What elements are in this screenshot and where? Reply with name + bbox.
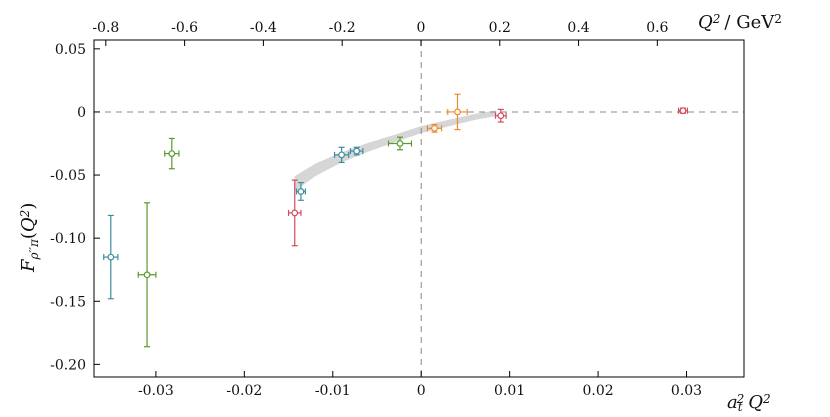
top-tick-label: 0.6 [646,20,668,36]
data-marker [291,209,299,217]
data-point [103,214,119,300]
data-point [137,202,157,348]
top-tick-label: -0.8 [92,20,119,36]
data-marker [297,188,305,195]
data-points-layer [103,93,689,348]
y-tick-label: -0.05 [50,168,86,184]
data-marker [396,140,404,147]
data-point [677,107,689,115]
y-axis-label: Fρ′′π(Q2) [18,203,41,273]
data-marker [679,107,687,115]
fit-band-layer [294,110,497,192]
y-tick-label: -0.20 [50,357,86,373]
data-marker [454,108,461,116]
top-tick-label: 0.4 [567,20,589,36]
top-axis-label: Q2/ GeV2 [698,12,782,33]
data-point [287,179,302,247]
y-tick-label: 0 [77,105,86,121]
y-tick-label: 0.05 [55,42,86,58]
y-tick-label: -0.10 [50,231,86,247]
data-marker [431,124,438,132]
x-tick-label: 0.03 [671,383,702,399]
data-point [387,136,413,151]
x-tick-label: -0.03 [138,383,174,399]
x-tick-label: 0.02 [582,383,613,399]
data-marker [143,271,151,279]
data-marker [497,112,505,120]
reference-lines [94,40,744,377]
data-point [295,182,306,201]
top-tick-label: -0.2 [329,20,356,36]
data-point [164,137,180,170]
x-tick-label: -0.02 [226,383,262,399]
data-marker [353,147,361,155]
data-marker [338,151,346,159]
data-point [333,146,350,164]
data-point [447,93,468,131]
x-tick-label: 0.01 [494,383,525,399]
tick-layer: -0.03 -0.02 -0.01 0 0.01 0.02 0.03 0.05 0 -0.05 -0… [50,20,702,399]
top-tick-label: -0.6 [171,20,198,36]
data-marker [107,253,115,261]
data-point [349,146,364,156]
y-tick-label: -0.15 [50,294,86,310]
x-tick-label: -0.01 [315,383,351,399]
x-tick-label: 0 [417,383,426,399]
data-marker [168,150,176,157]
top-tick-label: 0 [417,20,426,36]
data-point [494,108,507,123]
top-tick-label: -0.4 [250,20,277,36]
data-point [426,123,443,133]
fit-band [294,110,497,192]
top-tick-label: 0.2 [489,20,511,36]
plot-frame [93,39,745,378]
